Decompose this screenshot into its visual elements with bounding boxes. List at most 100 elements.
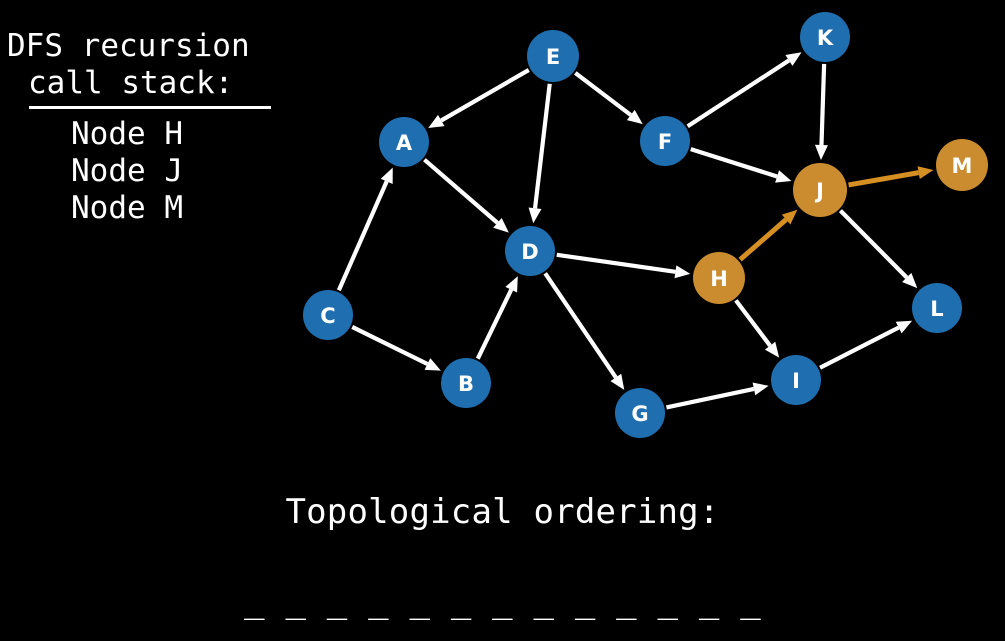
call-stack-frame: Node J: [71, 153, 183, 189]
graph-edge-e-a: [428, 68, 530, 128]
node-circle[interactable]: [615, 388, 665, 438]
edge-line: [819, 63, 827, 146]
call-stack-title-line1: DFS recursion: [7, 28, 250, 64]
graph-edge-h-j: [738, 209, 798, 262]
edge-line: [423, 158, 499, 225]
node-label: D: [521, 240, 538, 264]
arrowhead-icon: [428, 114, 445, 128]
node-label: L: [930, 297, 943, 321]
edge-line: [574, 71, 633, 117]
graph-edge-f-j: [690, 147, 792, 183]
node-label: E: [546, 45, 560, 69]
arrowhead-icon: [505, 276, 518, 293]
node-label: M: [952, 154, 973, 178]
graph-edge-i-l: [819, 320, 913, 370]
graph-edge-a-d: [423, 158, 509, 233]
node-circle[interactable]: [527, 30, 579, 82]
node-label: K: [817, 26, 834, 50]
node-circle[interactable]: [771, 355, 821, 405]
arrowhead-icon: [917, 166, 934, 180]
topological-ordering-label: Topological ordering:: [285, 492, 720, 532]
arrowhead-icon: [764, 341, 780, 358]
node-circle[interactable]: [303, 290, 353, 340]
topological-ordering-section: Topological ordering: _ _ _ _ _ _ _ _ _ …: [0, 492, 1005, 621]
graph-node-g[interactable]: G: [615, 388, 665, 438]
graph-node-b[interactable]: B: [441, 358, 491, 408]
node-circle[interactable]: [441, 358, 491, 408]
arrowhead-icon: [528, 207, 542, 224]
edge-line: [351, 325, 429, 366]
arrowhead-icon: [626, 109, 643, 125]
graph-edge-f-k: [686, 52, 802, 129]
edge-line: [532, 83, 552, 209]
node-circle[interactable]: [379, 117, 429, 167]
edge-line: [690, 147, 778, 179]
arrowhead-icon: [775, 170, 792, 183]
edge-line: [734, 299, 772, 347]
edge-line: [556, 252, 676, 274]
arrowhead-icon: [674, 265, 691, 279]
graph-node-k[interactable]: K: [800, 12, 850, 62]
graph-node-e[interactable]: E: [527, 30, 579, 82]
graph-node-l[interactable]: L: [912, 283, 962, 333]
graph-node-h[interactable]: H: [693, 252, 745, 304]
edge-layer: [336, 52, 934, 410]
call-stack-panel: DFS recursion call stack: Node H Node J …: [0, 28, 300, 227]
edge-line: [686, 58, 791, 129]
node-circle[interactable]: [693, 252, 745, 304]
edge-line: [665, 386, 755, 410]
graph-edge-d-h: [556, 252, 691, 279]
graph-edge-e-d: [528, 83, 552, 224]
arrowhead-icon: [814, 144, 828, 161]
call-stack-frame: Node H: [71, 116, 183, 152]
graph-edge-b-d: [475, 276, 518, 360]
edge-line: [819, 325, 900, 370]
node-circle[interactable]: [912, 283, 962, 333]
node-circle[interactable]: [936, 139, 988, 191]
graph-edge-k-j: [814, 63, 828, 161]
call-stack-title-line2: call stack:: [28, 65, 234, 101]
node-circle[interactable]: [793, 163, 847, 217]
edge-line: [543, 272, 618, 379]
graph-edge-h-i: [734, 299, 780, 358]
call-stack-frame: Node M: [71, 190, 183, 226]
edge-line: [738, 217, 788, 262]
graph-edge-j-m: [848, 166, 934, 188]
node-label: F: [658, 130, 672, 154]
node-circle[interactable]: [640, 116, 690, 166]
graph-node-i[interactable]: I: [771, 355, 821, 405]
node-label: B: [458, 372, 474, 396]
topological-ordering-slots: _ _ _ _ _ _ _ _ _ _ _ _ _: [244, 581, 761, 621]
edge-line: [838, 209, 909, 279]
graph-edge-c-b: [351, 325, 441, 371]
graph-node-d[interactable]: D: [505, 226, 555, 276]
node-label: C: [320, 304, 335, 328]
call-stack-underline: [29, 106, 271, 109]
node-circle[interactable]: [505, 226, 555, 276]
arrowhead-icon: [752, 382, 769, 396]
edge-line: [848, 170, 920, 188]
graph-node-m[interactable]: M: [936, 139, 988, 191]
graph-node-a[interactable]: A: [379, 117, 429, 167]
arrowhead-icon: [493, 217, 509, 233]
arrowhead-icon: [895, 320, 913, 334]
arrowhead-icon: [380, 167, 393, 184]
graph-node-j[interactable]: J: [793, 163, 847, 217]
arrowhead-icon: [424, 358, 441, 371]
arrowhead-icon: [610, 373, 625, 390]
graph-node-c[interactable]: C: [303, 290, 353, 340]
node-label: J: [814, 179, 824, 203]
node-label: H: [710, 267, 728, 291]
graph-edge-d-g: [543, 272, 625, 390]
node-label: I: [792, 369, 800, 393]
node-label: G: [631, 402, 648, 426]
graph-node-f[interactable]: F: [640, 116, 690, 166]
arrowhead-icon: [902, 272, 918, 289]
graph-edge-c-a: [336, 167, 393, 292]
node-circle[interactable]: [800, 12, 850, 62]
edge-line: [475, 288, 514, 360]
arrowhead-icon: [785, 52, 802, 66]
node-layer: A B C D E F G H I J K L M: [303, 12, 988, 438]
